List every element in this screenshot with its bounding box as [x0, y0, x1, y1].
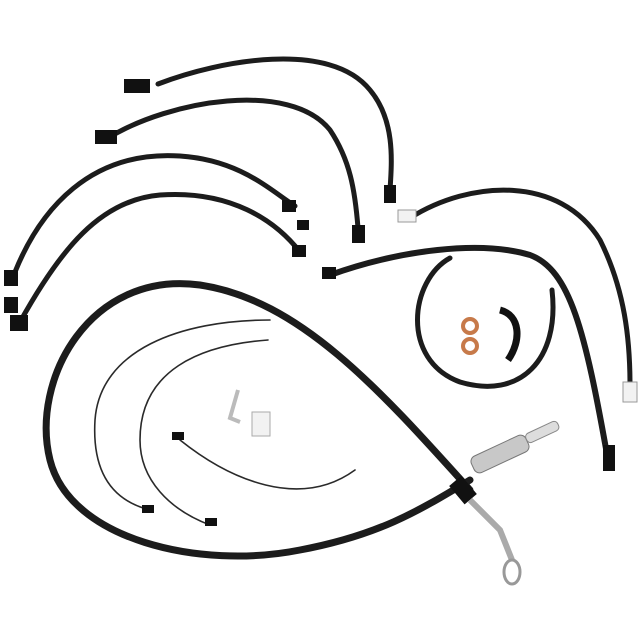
cable-eyelet	[502, 558, 522, 586]
harness-5	[407, 187, 633, 388]
connector	[124, 79, 150, 93]
chrome-end	[525, 420, 560, 444]
harness-4	[17, 191, 303, 325]
harness-2	[105, 97, 361, 231]
connector	[292, 245, 306, 257]
connector	[4, 270, 18, 286]
connector	[4, 297, 18, 313]
brake-line	[327, 244, 611, 463]
harness-3	[12, 153, 298, 275]
connectors	[4, 79, 638, 471]
copper-washer	[461, 337, 479, 355]
cable-ferrule	[449, 475, 477, 505]
zip-tie-head	[205, 518, 217, 526]
connector	[95, 130, 117, 144]
zip-tie	[179, 439, 356, 490]
zip-tie-head	[172, 432, 184, 440]
connector	[352, 225, 365, 243]
zip-ties	[93, 319, 356, 526]
connector	[10, 315, 28, 331]
copper-washer	[461, 317, 479, 335]
hex-key	[227, 389, 241, 424]
connector	[603, 445, 615, 471]
zip-tie	[139, 339, 269, 526]
connector	[322, 267, 336, 279]
harness-1	[155, 56, 394, 193]
connector	[282, 200, 296, 212]
zip-tie-head	[142, 505, 154, 513]
clutch-cable	[42, 280, 474, 560]
brake-loop	[415, 255, 556, 389]
small-parts	[227, 306, 521, 437]
banjo-fitting	[498, 306, 521, 363]
zip-tie	[93, 319, 271, 511]
connector	[297, 220, 309, 230]
white-connector	[622, 381, 638, 403]
white-clip	[251, 411, 271, 437]
connector	[384, 185, 396, 203]
cable-spring	[467, 497, 515, 562]
chrome-fitting	[470, 434, 530, 474]
wiring-harnesses	[12, 56, 633, 463]
white-connector	[397, 209, 417, 223]
